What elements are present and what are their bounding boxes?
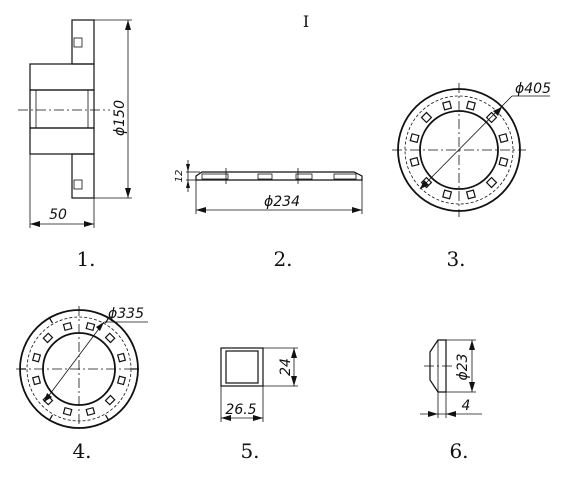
ring-pocket (485, 111, 498, 124)
ring-slot (104, 316, 110, 324)
dim-height-label: 24 (278, 358, 294, 376)
figure-6-number: 6. (449, 439, 468, 463)
dim-diameter-label: ϕ23 (455, 353, 471, 380)
figure-4-number: 4. (72, 439, 91, 463)
dim-diameter-label: ϕ234 (264, 194, 300, 210)
dim-diameter-label: ϕ335 (108, 306, 144, 322)
figure-2-plate-edge: 12 ϕ234 (174, 160, 363, 214)
ring-pocket (465, 100, 476, 111)
figure-5-number: 5. (240, 439, 259, 463)
flange-hole-bottom (73, 179, 83, 190)
ring-pocket (485, 176, 498, 189)
ring-pocket (85, 406, 96, 417)
figure-2-number: 2. (273, 247, 292, 271)
ring-pocket (409, 156, 420, 167)
ring-pocket (442, 100, 453, 111)
ring-pocket (116, 375, 127, 386)
figure-3-ring: ϕ405 (392, 81, 551, 217)
sheet-mark: I (303, 12, 309, 31)
dim-diameter-label: ϕ405 (515, 81, 551, 97)
ring-pocket (31, 352, 42, 363)
dim-diameter-label: ϕ150 (112, 100, 128, 136)
figure-1-number: 1. (76, 247, 95, 271)
ring-pocket (62, 321, 73, 332)
ring-pocket (442, 189, 453, 200)
ring-pocket (42, 394, 54, 406)
ring-pocket (42, 332, 54, 344)
ring-pocket (409, 133, 420, 144)
dim-width-label: 4 (462, 398, 471, 414)
ring-pocket (420, 176, 433, 189)
dim-width-label: 26.5 (225, 402, 256, 418)
ring-slot (104, 414, 110, 422)
dim-line-diameter (43, 321, 105, 403)
ring-pocket (104, 394, 116, 406)
ring-pocket (104, 332, 116, 344)
figure-4-slotted-ring: ϕ335 (16, 306, 148, 432)
dim-thickness-label: 12 (174, 170, 185, 183)
figure-3-number: 3. (446, 247, 465, 271)
ring-pocket (116, 352, 127, 363)
insert-cross-hatch (225, 350, 259, 384)
flange-hole-top (73, 37, 83, 48)
figure-5-insert-section: 24 26.5 (220, 347, 298, 422)
flange-upper (71, 19, 95, 65)
ring-slot (48, 316, 54, 324)
dim-length-label: 50 (49, 207, 67, 223)
figure-6-bushing-section: ϕ23 4 (420, 339, 482, 418)
ring-slot (48, 414, 54, 422)
hub-lower-section (29, 127, 95, 155)
ring-pocket (420, 111, 433, 124)
ring-pocket (465, 189, 476, 200)
flange-lower (71, 153, 95, 199)
ring-pocket (498, 133, 509, 144)
hub-upper-section (29, 63, 95, 91)
ring-pocket (62, 406, 73, 417)
hub-bore (29, 89, 95, 129)
figure-1-hub-section: ϕ150 50 (18, 19, 132, 228)
ring-pocket (85, 321, 96, 332)
ring-pocket (31, 375, 42, 386)
ring-pocket (498, 156, 509, 167)
